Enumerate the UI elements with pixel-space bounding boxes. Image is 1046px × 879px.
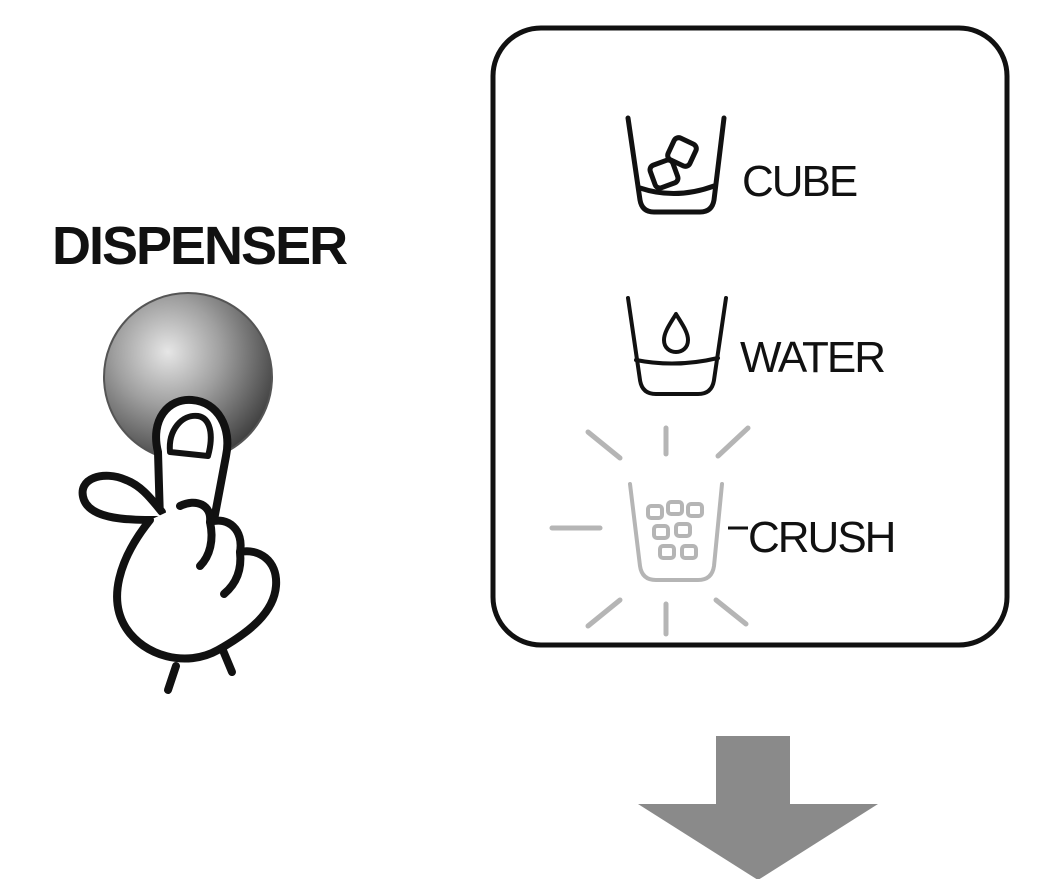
down-arrow-icon <box>638 736 878 879</box>
option-crush-label: CRUSH <box>748 513 894 562</box>
dispenser-title: DISPENSER <box>52 216 347 276</box>
pressing-hand-icon <box>83 400 277 690</box>
option-cube-label: CUBE <box>742 157 857 206</box>
option-water-label: WATER <box>740 333 884 382</box>
